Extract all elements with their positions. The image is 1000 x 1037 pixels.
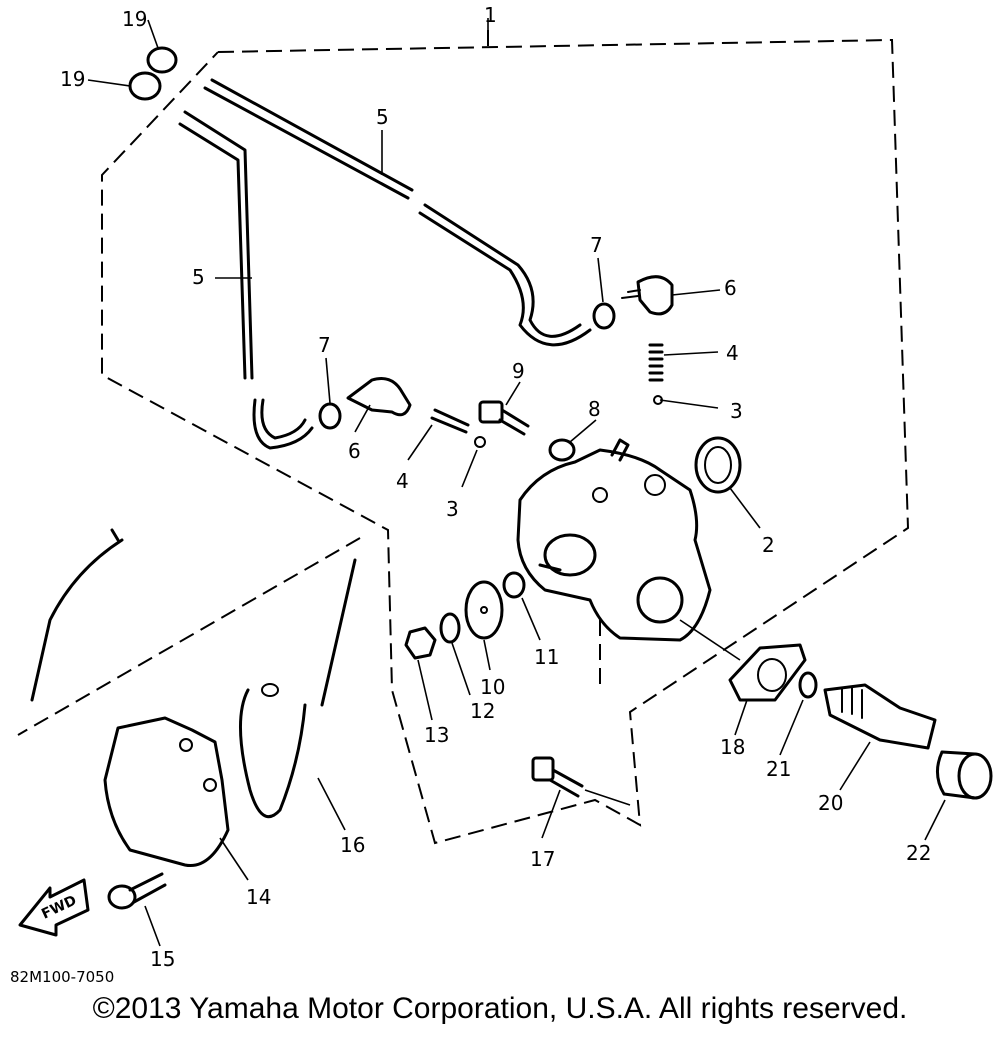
callout-5b: 5 [192,265,205,289]
collar-part-19 [128,46,178,101]
callout-6b: 6 [348,439,361,463]
callout-2: 2 [762,533,775,557]
callout-3b: 3 [446,497,459,521]
bolt-part-17 [531,756,584,798]
cable-part-16 [30,528,357,819]
callout-13: 13 [424,723,449,747]
callout-10: 10 [480,675,505,699]
fwd-arrow-icon: FWD [18,878,90,937]
callout-19a: 19 [122,7,147,31]
oil-seal-part-2 [694,436,742,494]
spring-part-4 [430,343,664,434]
leader-lines [87,18,946,947]
callout-14: 14 [246,885,271,909]
oil-pump-body [516,438,712,642]
gasket-part-18 [728,643,807,702]
callout-18: 18 [720,735,745,759]
callout-4a: 4 [726,341,739,365]
callout-20: 20 [818,791,843,815]
callout-17: 17 [530,847,555,871]
washer-part-11 [502,571,526,599]
clip-part-7 [318,302,616,430]
callout-19b: 19 [60,67,85,91]
callout-22: 22 [906,841,931,865]
diagram-code: 82M100-7050 [10,968,115,986]
callout-12: 12 [470,699,495,723]
hose-part-5 [178,78,592,450]
callout-3a: 3 [730,399,743,423]
assembly-boundary-dashed-2 [17,537,361,736]
callout-9: 9 [512,359,525,383]
nut-part-13 [404,626,437,660]
callout-4b: 4 [396,469,409,493]
callout-7b: 7 [318,333,331,357]
pump-cover-part-14 [103,716,230,868]
assembly-leader-17 [584,789,631,806]
callout-16: 16 [340,833,365,857]
plate-washer-part-10 [464,580,504,640]
callout-7a: 7 [590,233,603,257]
callout-21: 21 [766,757,791,781]
callout-8: 8 [588,397,601,421]
washer-part-8 [548,438,576,462]
copyright-notice: ©2013 Yamaha Motor Corporation, U.S.A. A… [92,992,908,1025]
drive-shaft-part-20 [823,683,937,750]
callout-labels: 1 19 19 5 5 7 6 4 7 9 3 8 6 4 3 2 11 10 … [60,3,931,971]
elbow-fitting-part-6 [346,275,674,417]
washer-part-12 [439,612,461,644]
callout-1: 1 [484,3,497,27]
callout-6a: 6 [724,276,737,300]
cap-part-22 [936,750,993,800]
bolt-part-15 [107,872,167,910]
callout-5a: 5 [376,105,389,129]
callout-15: 15 [150,947,175,971]
washer-part-21 [798,671,818,699]
assembly-boundary-dashed [101,38,910,845]
bolt-part-9 [478,400,530,436]
callout-11: 11 [534,645,559,669]
